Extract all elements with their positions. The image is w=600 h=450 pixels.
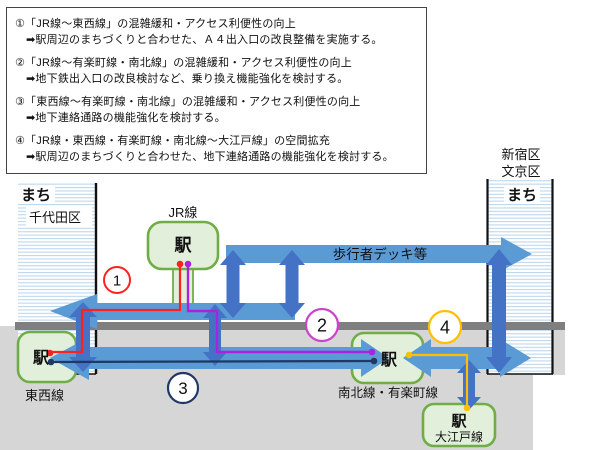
tozai-station-label: 駅 [32, 349, 50, 367]
right-town-labels: 新宿区 文京区 まち [501, 147, 540, 204]
route-3-line [50, 359, 374, 364]
chiyoda-ward-label: 千代田区 [29, 210, 81, 225]
jr-ground-vertical-arrow [203, 304, 227, 366]
nanboku-line-label: 南北線・有楽町線 [338, 385, 439, 400]
ground-line [15, 322, 565, 330]
jr-station-label: 駅 [174, 236, 193, 255]
note-box: ①「JR線～東西線」の混雑緩和・アクセス利便性の向上 ➡駅周辺のまちづくりと合わ… [6, 7, 427, 174]
route-4-badge: 4 [427, 309, 463, 345]
route-1-badge: 1 [103, 266, 131, 294]
note-item-4-title: ④「JR線・東西線・有楽町線・南北線～大江戸線」の空間拡充 [15, 134, 331, 147]
note-item-1-title: ①「JR線～東西線」の混雑緩和・アクセス利便性の向上 [15, 18, 296, 30]
right-vertical-arrow [486, 249, 512, 373]
note-item-2-action: ➡地下鉄出入口の改良検討など、乗り換え機能強化を検討する。 [26, 72, 349, 85]
route-2-dot-jr [184, 260, 192, 268]
route-2-line [186, 265, 370, 354]
route-1-dot-tozai [46, 349, 54, 357]
route-1-line [52, 265, 182, 354]
note-item-3: ③「東西線～有楽町線・南北線」の混雑緩和・アクセス利便性の向上 ➡地下連絡通路の… [15, 95, 418, 127]
note-item-3-title: ③「東西線～有楽町線・南北線」の混雑緩和・アクセス利便性の向上 [15, 95, 361, 108]
oedo-station-box [421, 402, 497, 448]
route-3-badge-number: 3 [178, 379, 187, 398]
tozai-line-label: 東西線 [25, 388, 64, 403]
left-machi-label: まち [21, 187, 51, 204]
left-town-labels: まち 千代田区 [17, 185, 92, 226]
route-2-badge-number: 2 [317, 316, 327, 336]
shinjuku-ward-label: 新宿区 [501, 147, 540, 162]
deck-label: 歩行者デッキ等 [333, 246, 428, 262]
right-machi-label: まち [507, 187, 537, 204]
nanboku-station-label: 駅 [380, 351, 398, 369]
route-2-dot-nanboku [368, 348, 376, 356]
route-4-dot-oedo [463, 404, 471, 412]
jr-station [146, 220, 220, 313]
note-item-4-action: ➡駅周辺のまちづくりと合わせた、地下連絡通路の機能強化を検討する。 [26, 150, 394, 163]
route-4-badge-number: 4 [440, 318, 450, 338]
right-town-band [486, 179, 554, 375]
route-3-badge: 3 [166, 371, 200, 405]
bunkyo-ward-label: 文京区 [501, 164, 540, 179]
note-item-4: ④「JR線・東西線・有楽町線・南北線～大江戸線」の空間拡充 ➡駅周辺のまちづくり… [15, 134, 418, 166]
route-1-dot-jr [176, 260, 184, 268]
route-2-badge: 2 [304, 307, 340, 343]
deck-vertical-arrow-2 [279, 250, 305, 318]
note-item-2: ②「JR線～有楽町線・南北線」の混雑緩和・アクセス利便性の向上 ➡地下鉄出入口の… [15, 56, 418, 88]
oedo-station-label: 駅 [450, 413, 467, 430]
jr-station-box [146, 220, 220, 271]
deck-vertical-arrow-1 [220, 250, 246, 318]
note-item-3-action: ➡地下連絡通路の機能強化を検討する。 [26, 111, 226, 124]
route-3-dot-nanboku [370, 357, 378, 365]
route-4-dot-nanboku [405, 351, 413, 359]
oedo-vertical-arrow [457, 360, 481, 410]
note-item-1: ①「JR線～東西線」の混雑緩和・アクセス利便性の向上 ➡駅周辺のまちづくりと合わ… [15, 17, 418, 49]
note-item-1-action: ➡駅周辺のまちづくりと合わせた、Ａ４出入口の改良整備を実施する。 [26, 33, 383, 46]
jr-line-label: JR線 [169, 205, 198, 220]
route-1-badge-number: 1 [113, 273, 121, 290]
route-3-dot-tozai [47, 358, 55, 366]
route-4-line [410, 353, 469, 407]
oedo-line-label: 大江戸線 [435, 429, 483, 444]
note-item-2-title: ②「JR線～有楽町線・南北線」の混雑緩和・アクセス利便性の向上 [15, 56, 352, 69]
